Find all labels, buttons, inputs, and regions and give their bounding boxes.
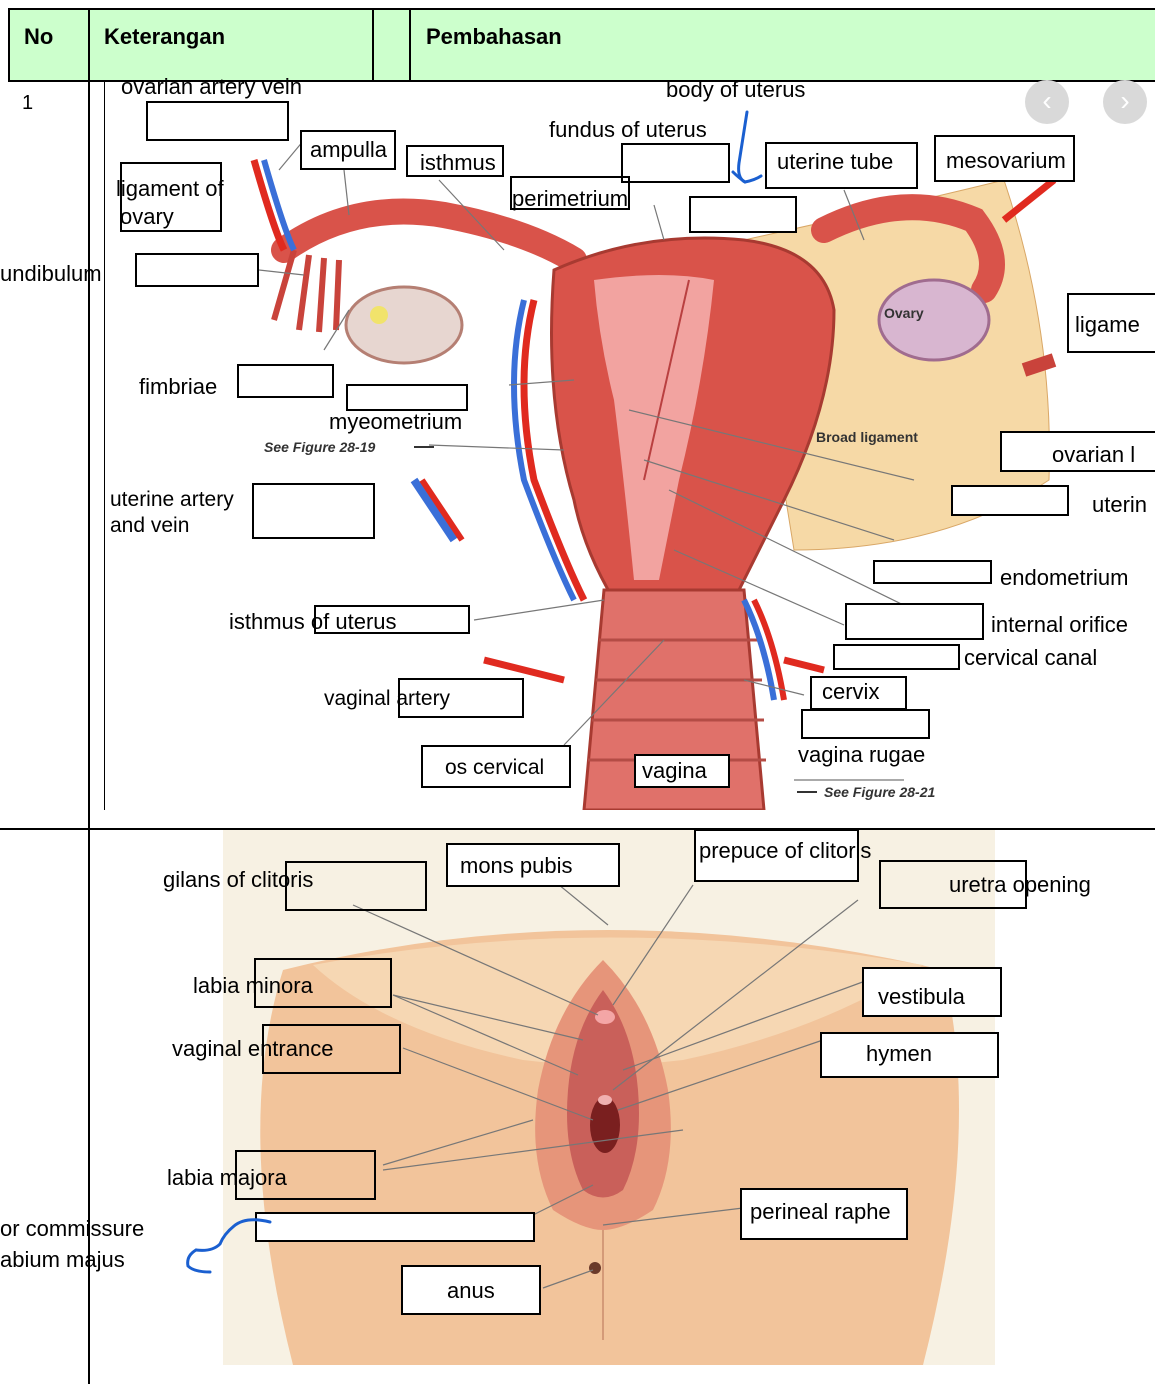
answer-box[interactable]: hymen [820, 1032, 999, 1078]
answer-box[interactable] [285, 861, 427, 911]
label-endometrium: endometrium [1000, 565, 1128, 590]
previous-arrow-icon[interactable]: ‹ [1025, 80, 1069, 124]
answer-box[interactable]: vestibula [862, 967, 1002, 1017]
table-column-divider [88, 8, 90, 1384]
answer-box[interactable]: prepuce of clitoris [694, 829, 859, 882]
answer-box[interactable] [254, 958, 392, 1008]
answer-box[interactable] [801, 709, 930, 739]
row-number: 1 [22, 92, 33, 115]
label-uterine: uterin [1092, 492, 1147, 517]
answer-box[interactable] [346, 384, 468, 411]
answer-box[interactable] [314, 605, 470, 634]
answer-box[interactable]: mons pubis [446, 843, 620, 887]
answer-box[interactable]: ligame [1067, 293, 1155, 353]
see-figure-text: See Figure 28-21 [824, 784, 935, 800]
see-figure-text: See Figure 28-19 [264, 439, 375, 455]
label-commissure: or commissure [0, 1216, 144, 1241]
answer-box[interactable] [146, 101, 289, 141]
header-keterangan: Keterangan [104, 24, 225, 50]
answer-box[interactable] [237, 364, 334, 398]
header-no: No [24, 24, 53, 50]
answer-box[interactable]: ovarian l [1000, 431, 1155, 472]
table-column-divider [409, 8, 411, 80]
answer-box[interactable] [235, 1150, 376, 1200]
answer-box[interactable] [873, 560, 992, 584]
answer-box[interactable] [252, 483, 375, 539]
handwritten-arrow-icon [725, 108, 775, 190]
table-column-divider [372, 8, 374, 80]
label-fimbriae: fimbriae [139, 374, 217, 399]
next-arrow-icon[interactable]: › [1103, 80, 1147, 124]
label-ovarian-artery-vein: ovarian artery vein [121, 74, 302, 99]
label-uterine-artery: uterine artery [110, 488, 234, 512]
answer-box[interactable]: uterine tube [765, 142, 918, 189]
answer-box[interactable]: isthmus [406, 145, 504, 177]
label-uterine-artery: and vein [110, 514, 189, 538]
answer-box[interactable] [621, 143, 730, 183]
label-commissure: abium majus [0, 1247, 125, 1272]
label-myeometrium: myeometrium [329, 409, 462, 434]
answer-box[interactable]: cervix [810, 676, 907, 710]
answer-box[interactable]: perineal raphe [740, 1188, 908, 1240]
answer-box[interactable] [262, 1024, 401, 1074]
answer-box[interactable] [398, 678, 524, 718]
answer-box[interactable] [833, 644, 960, 670]
label-ligament-of-ovary: ovary [120, 204, 174, 229]
label-vagina-rugae: vagina rugae [798, 742, 925, 767]
answer-box[interactable]: ampulla [300, 130, 396, 170]
answer-box[interactable]: os cervical [421, 745, 571, 788]
answer-box[interactable] [255, 1212, 535, 1242]
label-infundibulum: undibulum [0, 261, 102, 286]
answer-box[interactable]: mesovarium [934, 135, 1075, 182]
answer-box[interactable]: perimetrium [510, 176, 630, 210]
answer-box[interactable] [135, 253, 259, 287]
table-border-left [8, 8, 10, 80]
broad-ligament-text: Broad ligament [816, 429, 918, 445]
handwritten-arrow-icon [176, 1212, 276, 1278]
answer-box[interactable] [689, 196, 797, 233]
header-pembahasan: Pembahasan [426, 24, 562, 50]
answer-box[interactable]: anus [401, 1265, 541, 1315]
label-ligament-of-ovary: ligament of [116, 176, 224, 201]
label-internal-orifice: internal orifice [991, 612, 1128, 637]
ovary-text: Ovary [884, 305, 924, 321]
label-uretra-opening: uretra opening [949, 872, 1091, 897]
label-cervical-canal: cervical canal [964, 645, 1097, 670]
answer-box[interactable] [845, 603, 984, 640]
table-header: No Keterangan Pembahasan [8, 8, 1155, 82]
answer-box[interactable]: vagina [634, 754, 730, 788]
label-fundus-of-uterus: fundus of uterus [549, 117, 707, 142]
answer-box[interactable] [951, 485, 1069, 516]
label-body-of-uterus: body of uterus [666, 77, 805, 102]
